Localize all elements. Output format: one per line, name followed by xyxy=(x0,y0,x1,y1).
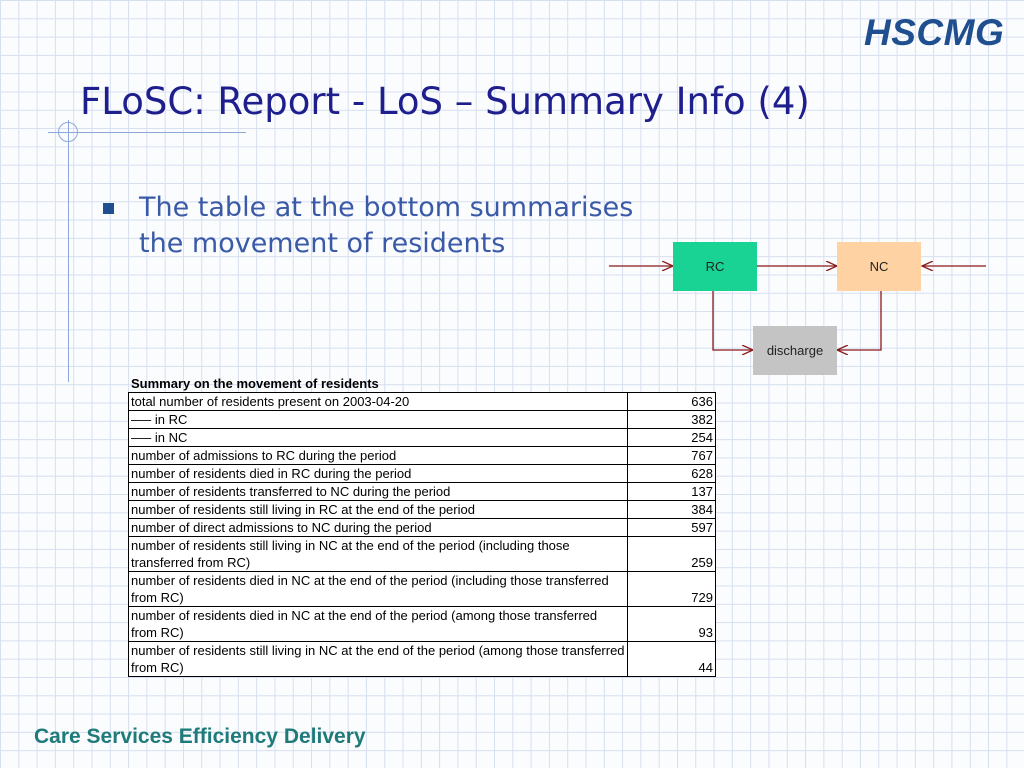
row-label: number of residents still living in RC a… xyxy=(128,500,628,519)
slide-title: FLoSC: Report - LoS – Summary Info (4) xyxy=(80,80,810,123)
table-row: number of residents died in NC at the en… xyxy=(128,571,716,607)
row-label: number of residents still living in NC a… xyxy=(128,641,628,677)
nc-label: NC xyxy=(870,259,889,274)
row-value: 597 xyxy=(627,518,716,537)
left-decor-line xyxy=(68,120,69,382)
table-row: number of residents died in NC at the en… xyxy=(128,606,716,642)
decor-circle xyxy=(58,122,78,142)
hscmg-logo: HSCMG xyxy=(864,12,1005,53)
summary-table: total number of residents present on 200… xyxy=(128,392,716,677)
row-label: number of residents transferred to NC du… xyxy=(128,482,628,501)
rc-label: RC xyxy=(706,259,725,274)
row-value: 254 xyxy=(627,428,716,447)
row-value: 44 xyxy=(627,641,716,677)
table-row: total number of residents present on 200… xyxy=(128,392,716,411)
row-label: number of residents still living in NC a… xyxy=(128,536,628,572)
row-label: —– in RC xyxy=(128,410,628,429)
row-label: number of residents died in NC at the en… xyxy=(128,571,628,607)
summary-table-title: Summary on the movement of residents xyxy=(131,376,379,391)
table-row: number of residents still living in NC a… xyxy=(128,536,716,572)
title-decor-line xyxy=(48,132,246,133)
row-value: 729 xyxy=(627,571,716,607)
footer-tagline: Care Services Efficiency Delivery xyxy=(34,725,366,748)
arrow-nc-to-discharge xyxy=(837,291,882,350)
discharge-label: discharge xyxy=(767,343,823,358)
row-value: 382 xyxy=(627,410,716,429)
discharge-box xyxy=(753,326,837,375)
row-label: number of residents died in RC during th… xyxy=(128,464,628,483)
table-row: number of residents transferred to NC du… xyxy=(128,482,716,501)
table-row: number of admissions to RC during the pe… xyxy=(128,446,716,465)
row-label: number of admissions to RC during the pe… xyxy=(128,446,628,465)
row-label: number of direct admissions to NC during… xyxy=(128,518,628,537)
table-row: number of residents still living in RC a… xyxy=(128,500,716,519)
row-value: 384 xyxy=(627,500,716,519)
table-row: number of direct admissions to NC during… xyxy=(128,518,716,537)
row-label: —– in NC xyxy=(128,428,628,447)
row-label: number of residents died in NC at the en… xyxy=(128,606,628,642)
row-value: 259 xyxy=(627,536,716,572)
bullet-line-2: the movement of residents xyxy=(139,228,506,259)
table-row: number of residents still living in NC a… xyxy=(128,641,716,677)
row-value: 93 xyxy=(627,606,716,642)
bullet-marker xyxy=(103,203,114,214)
bullet-text: The table at the bottom summarises the m… xyxy=(139,190,679,262)
nc-box xyxy=(837,242,921,291)
row-label: total number of residents present on 200… xyxy=(128,392,628,411)
row-value: 137 xyxy=(627,482,716,501)
bullet-line-1: The table at the bottom summarises xyxy=(139,192,634,223)
row-value: 767 xyxy=(627,446,716,465)
arrow-rc-to-discharge xyxy=(712,291,753,350)
row-value: 628 xyxy=(627,464,716,483)
table-row: number of residents died in RC during th… xyxy=(128,464,716,483)
row-value: 636 xyxy=(627,392,716,411)
rc-box xyxy=(673,242,757,291)
flow-diagram: RC NC discharge xyxy=(609,242,986,375)
